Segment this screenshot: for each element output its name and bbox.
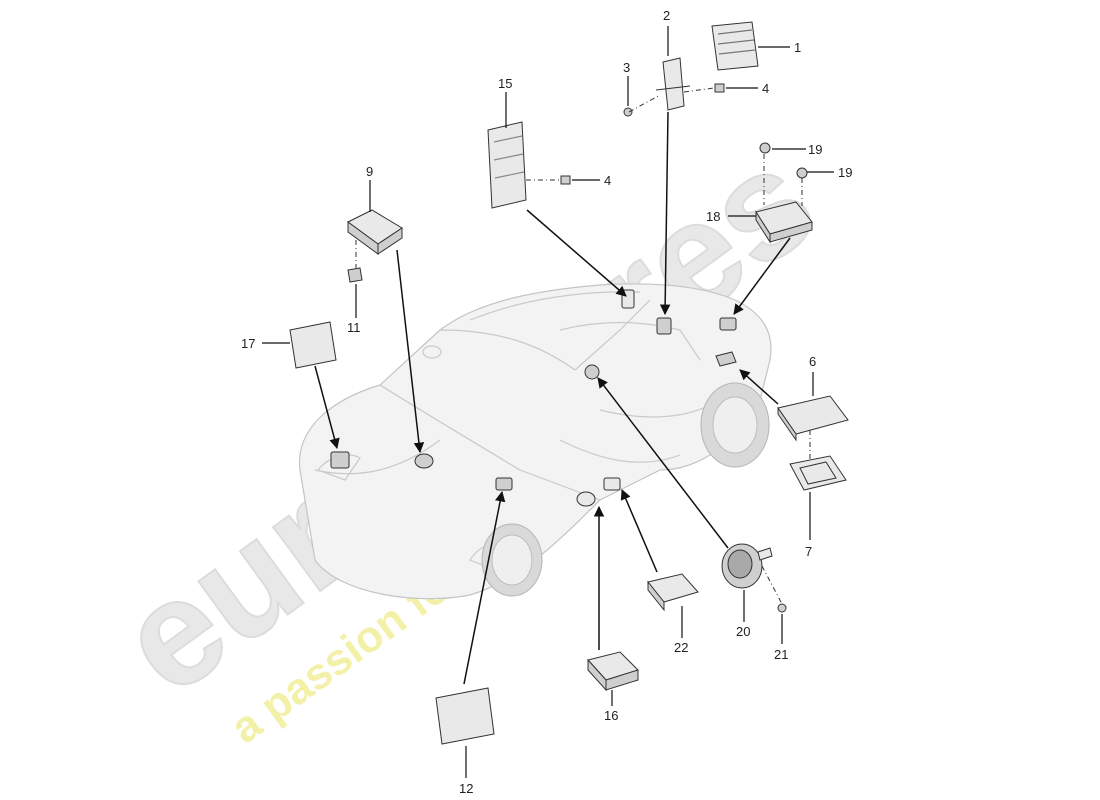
callout-20: 20 [736, 624, 750, 639]
installed-module-1 [656, 317, 672, 335]
installed-module-9 [414, 453, 434, 469]
car-outline [298, 283, 772, 600]
callout-22: 22 [674, 640, 688, 655]
part-1-control-unit [711, 21, 759, 71]
callout-7: 7 [805, 544, 812, 559]
part-7-frame [789, 455, 847, 491]
part-19b-nut [796, 167, 808, 179]
installed-module-18 [719, 317, 737, 331]
installed-module-22 [603, 477, 621, 491]
callout-18: 18 [706, 209, 720, 224]
callout-21: 21 [774, 647, 788, 662]
callout-1: 1 [794, 40, 801, 55]
part-4b-nut [560, 175, 571, 185]
installed-horn-20 [584, 364, 600, 380]
callout-19a: 19 [808, 142, 822, 157]
callout-12: 12 [459, 781, 473, 796]
callout-2: 2 [663, 8, 670, 23]
callout-15: 15 [498, 76, 512, 91]
callout-9: 9 [366, 164, 373, 179]
part-21-screw [777, 603, 787, 613]
location-arrows [314, 111, 791, 685]
callout-19b: 19 [838, 165, 852, 180]
callout-16: 16 [604, 708, 618, 723]
leader-lines [262, 26, 834, 778]
installed-module-16 [576, 491, 596, 507]
part-17-module [289, 321, 337, 369]
installed-module-17 [330, 451, 350, 469]
part-2-bracket [655, 57, 691, 111]
part-15-module [487, 121, 527, 209]
callouts: 1 2 3 4 4 6 7 9 11 12 15 16 17 18 19 19 … [241, 8, 852, 796]
installed-module-12 [495, 477, 513, 491]
part-11-nut [347, 267, 363, 283]
callout-17: 17 [241, 336, 255, 351]
callout-4a: 4 [762, 81, 769, 96]
callout-3: 3 [623, 60, 630, 75]
part-3-screw [623, 107, 633, 117]
callout-11: 11 [347, 320, 361, 335]
installed-module-15 [621, 289, 635, 309]
part-4a-nut [714, 83, 725, 93]
assembly-lines [355, 87, 811, 605]
part-12-module [435, 687, 495, 745]
loose-parts [289, 21, 849, 745]
installed-parts [330, 289, 737, 507]
installed-module-6 [715, 351, 737, 367]
callout-6: 6 [809, 354, 816, 369]
part-19a-nut [759, 142, 771, 154]
callout-4b: 4 [604, 173, 611, 188]
